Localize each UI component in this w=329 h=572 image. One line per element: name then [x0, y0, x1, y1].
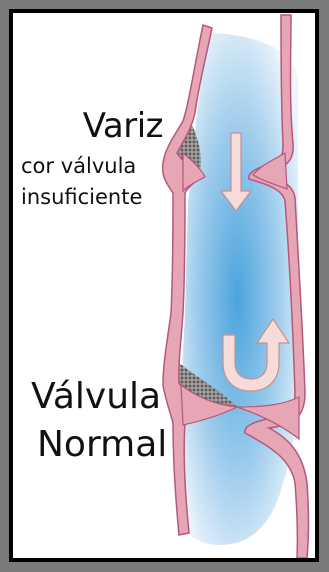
label-variz-sub-line1: cor válvula [21, 156, 136, 177]
label-variz: Variz [83, 109, 163, 143]
label-variz-sub-line2: insuficiente [21, 187, 142, 208]
label-valvula: Válvula [31, 379, 161, 415]
diagram-panel: Variz cor válvula insuficiente Válvula N… [13, 13, 315, 558]
label-normal: Normal [37, 427, 167, 463]
vein-illustration [13, 13, 315, 558]
